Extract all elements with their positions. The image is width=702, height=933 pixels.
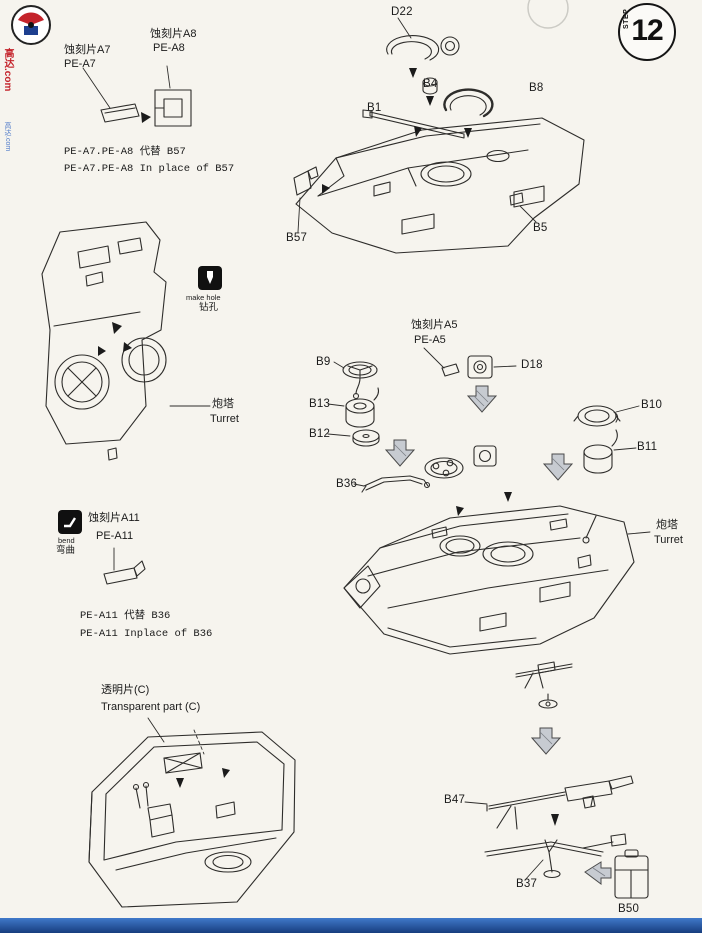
part-label-b4: B4 (423, 78, 438, 90)
part-label-d18: D18 (521, 359, 543, 371)
make-hole-label-cn: 钻孔 (199, 302, 219, 313)
hull-roof-assembly-drawing (293, 17, 585, 254)
ghost-logo-circle (527, 0, 569, 29)
callout-pe-a11-en: PE-A11 (96, 530, 134, 542)
bend-glyph (64, 517, 77, 528)
assembly-arrow (141, 112, 151, 123)
callout-pe-a7-en: PE-A7 (64, 58, 96, 70)
part-label-b11: B11 (637, 441, 658, 453)
callout-transparent-en: Transparent part (C) (101, 701, 201, 713)
machine-gun-assembly-drawing (464, 775, 649, 899)
bottom-bar (0, 918, 702, 933)
striped-arrow (584, 861, 612, 885)
watermark-blue: 高达.com (4, 122, 11, 152)
callout-pe-a5-cn: 蚀刻片A5 (411, 319, 458, 331)
part-label-b5: B5 (533, 222, 548, 234)
step-badge: STEP 12 (618, 3, 676, 61)
etched-parts-a7-a8-drawing (82, 65, 192, 127)
turret-assembly-drawing (343, 492, 651, 755)
callout-turret-left-cn: 炮塔 (212, 398, 234, 410)
bend-icon (58, 510, 82, 534)
part-label-b47: B47 (444, 794, 466, 806)
step-number: 12 (631, 14, 663, 47)
striped-arrow (530, 727, 562, 755)
callout-pe-a7-cn: 蚀刻片A7 (64, 44, 111, 56)
part-label-b13: B13 (309, 398, 331, 410)
bend-label-cn: 弯曲 (56, 545, 76, 556)
part-label-b37: B37 (516, 878, 538, 890)
callout-pe-a8-cn: 蚀刻片A8 (150, 28, 197, 40)
part-label-b12: B12 (309, 428, 331, 440)
part-label-b8: B8 (529, 82, 544, 94)
make-hole-label-en: make hole (186, 293, 221, 302)
make-hole-icon (198, 266, 222, 290)
pe-a11-part-drawing (103, 547, 146, 585)
drill-glyph (207, 271, 213, 284)
callout-pe-a8-en: PE-A8 (153, 42, 185, 54)
striped-arrow (466, 385, 498, 413)
striped-arrow (542, 453, 574, 481)
part-label-b57: B57 (286, 232, 308, 244)
callout-turret-right-en: Turret (654, 534, 683, 546)
callout-turret-left-en: Turret (210, 413, 239, 425)
callout-pe-a5-en: PE-A5 (414, 334, 446, 346)
note-replace-b57-en: PE-A7.PE-A8 In place of B57 (64, 163, 235, 175)
watermark-red: 高达.com (2, 48, 13, 92)
part-label-d22: D22 (391, 6, 413, 18)
note-replace-b36-cn: PE-A11 代替 B36 (80, 610, 171, 622)
callout-pe-a11-cn: 蚀刻片A11 (88, 512, 140, 524)
site-logo (11, 5, 51, 45)
turret-shell-drawing (41, 221, 211, 461)
hatch-parts-cluster-drawing (327, 347, 640, 493)
hull-tub-drawing (88, 717, 296, 908)
striped-arrow (384, 439, 416, 467)
part-label-b36: B36 (336, 478, 358, 490)
bend-label-en: bend (58, 536, 75, 545)
note-replace-b36-en: PE-A11 Inplace of B36 (80, 628, 213, 640)
note-replace-b57-cn: PE-A7.PE-A8 代替 B57 (64, 146, 186, 158)
callout-turret-right-cn: 炮塔 (656, 519, 678, 531)
part-label-b10: B10 (641, 399, 663, 411)
part-label-b9: B9 (316, 356, 331, 368)
callout-transparent-cn: 透明片(C) (101, 684, 150, 696)
part-label-b50: B50 (618, 903, 640, 915)
